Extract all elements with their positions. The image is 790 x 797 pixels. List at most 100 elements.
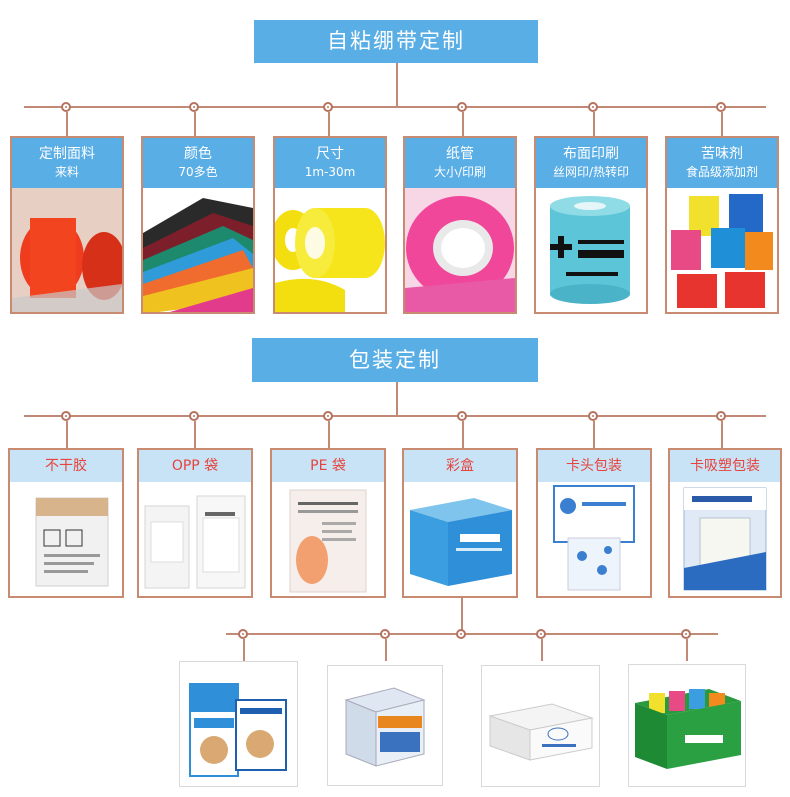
card-title: 卡头包装	[566, 458, 622, 474]
card-title: 苦味剂	[701, 146, 743, 162]
timeline-node	[323, 411, 333, 421]
card-header: 纸管 大小/印刷	[405, 138, 515, 188]
card-subtitle: 大小/印刷	[433, 165, 487, 179]
card-title: 不干胶	[45, 458, 87, 474]
display-box-rolls-icon	[629, 665, 745, 790]
card-colors[interactable]: 颜色 70多色	[141, 136, 255, 314]
connector	[396, 382, 398, 416]
red-bandage-roll-icon	[12, 188, 122, 312]
card-fabric-printing[interactable]: 布面印刷 丝网印/热转印	[534, 136, 648, 314]
card-header: 定制面料 来料	[12, 138, 122, 188]
timeline-node	[380, 629, 390, 639]
opp-bag-rolls-icon	[139, 482, 251, 596]
card-title: 颜色	[184, 146, 212, 162]
timeline-node	[588, 102, 598, 112]
card-header: PE 袋	[272, 450, 384, 482]
header-card-pack-icon	[538, 482, 650, 596]
connector	[194, 112, 196, 136]
blister-card-pack-icon	[670, 482, 780, 596]
pe-bag-roll-icon	[272, 482, 384, 596]
connector	[593, 112, 595, 136]
sport-tex-cube-box-icon	[328, 666, 442, 789]
connector	[686, 639, 688, 661]
timeline-node	[189, 411, 199, 421]
card-subtitle: 食品级添加剂	[685, 165, 758, 179]
section1-title-banner: 自粘绷带定制	[254, 20, 538, 63]
product-card-white-carton[interactable]	[481, 665, 600, 787]
card-title: 定制面料	[39, 146, 95, 162]
timeline-node	[588, 411, 598, 421]
connector	[66, 421, 68, 448]
card-pe-bag[interactable]: PE 袋	[270, 448, 386, 598]
card-header: 布面印刷 丝网印/热转印	[536, 138, 646, 188]
card-subtitle: 丝网印/热转印	[552, 165, 630, 179]
connector	[385, 639, 387, 661]
timeline-line	[24, 106, 766, 108]
card-sticker[interactable]: 不干胶	[8, 448, 124, 598]
card-opp-bag[interactable]: OPP 袋	[137, 448, 253, 598]
white-carton-box-icon	[482, 666, 599, 790]
timeline-node	[323, 102, 333, 112]
connector	[461, 598, 463, 634]
card-header: 不干胶	[10, 450, 122, 482]
timeline-node	[536, 629, 546, 639]
connector	[243, 639, 245, 661]
card-header: 卡头包装	[538, 450, 650, 482]
connector	[328, 112, 330, 136]
connector	[462, 112, 464, 136]
card-title: PE 袋	[310, 458, 346, 474]
card-subtitle: 来料	[54, 165, 79, 179]
card-paper-core[interactable]: 纸管 大小/印刷	[403, 136, 517, 314]
card-color-box[interactable]: 彩盒	[402, 448, 518, 598]
section2-title-banner: 包装定制	[252, 338, 538, 382]
fabric-swatches-icon	[143, 188, 253, 312]
card-subtitle: 1m-30m	[304, 165, 356, 179]
card-title: 卡吸塑包装	[690, 458, 760, 474]
product-card-cohesive-boxes[interactable]	[179, 661, 298, 787]
card-header: OPP 袋	[139, 450, 251, 482]
connector	[194, 421, 196, 448]
connector	[328, 421, 330, 448]
card-bitterant[interactable]: 苦味剂 食品级添加剂	[665, 136, 779, 314]
timeline-node	[61, 102, 71, 112]
card-header: 彩盒	[404, 450, 516, 482]
timeline-node	[716, 411, 726, 421]
section1-title: 自粘绷带定制	[327, 29, 465, 53]
card-size[interactable]: 尺寸 1m-30m	[273, 136, 387, 314]
cohesive-bandage-boxes-icon	[180, 662, 297, 790]
timeline-node	[238, 629, 248, 639]
card-title: 布面印刷	[563, 146, 619, 162]
timeline-node	[716, 102, 726, 112]
colorful-rolls-icon	[667, 188, 777, 312]
yellow-tape-rolls-icon	[275, 188, 385, 312]
card-header-card[interactable]: 卡头包装	[536, 448, 652, 598]
product-card-sport-tex[interactable]	[327, 665, 443, 786]
connector	[721, 421, 723, 448]
card-title: OPP 袋	[171, 458, 219, 474]
pink-roll-paper-core-icon	[405, 188, 515, 312]
connector	[593, 421, 595, 448]
card-title: 纸管	[446, 146, 474, 162]
card-title: 彩盒	[446, 458, 474, 474]
timeline-line	[226, 633, 718, 635]
card-custom-fabric[interactable]: 定制面料 来料	[10, 136, 124, 314]
printed-blue-roll-icon	[536, 188, 646, 312]
card-subtitle: 70多色	[178, 165, 218, 179]
section2-title: 包装定制	[349, 348, 441, 372]
card-title: 尺寸	[316, 146, 344, 162]
connector	[541, 639, 543, 661]
card-header: 尺寸 1m-30m	[275, 138, 385, 188]
connector	[462, 421, 464, 448]
timeline-line	[24, 415, 766, 417]
card-header: 卡吸塑包装	[670, 450, 780, 482]
connector	[66, 112, 68, 136]
product-card-display-box[interactable]	[628, 664, 746, 787]
timeline-node	[457, 102, 467, 112]
card-header: 苦味剂 食品级添加剂	[667, 138, 777, 188]
timeline-node	[456, 629, 466, 639]
card-header: 颜色 70多色	[143, 138, 253, 188]
timeline-node	[61, 411, 71, 421]
timeline-node	[189, 102, 199, 112]
connector	[396, 63, 398, 107]
card-blister-card[interactable]: 卡吸塑包装	[668, 448, 782, 598]
